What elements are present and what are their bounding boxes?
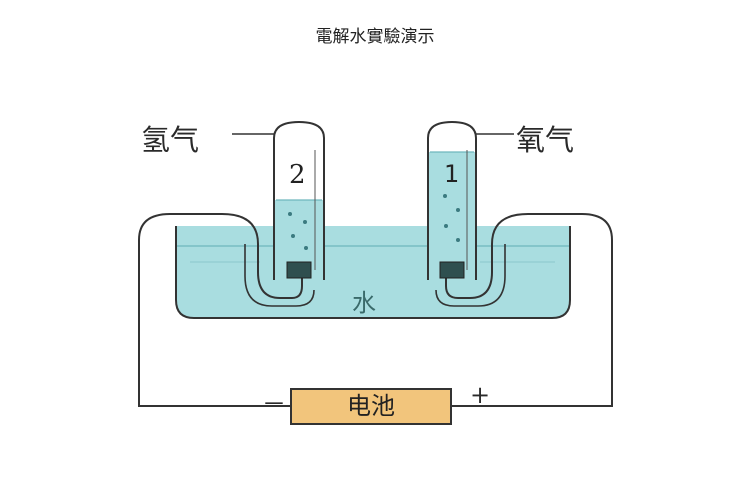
wire-negative xyxy=(138,213,303,407)
negative-terminal-label: － xyxy=(262,390,286,418)
page-title: 電解水實驗演示 xyxy=(315,27,435,47)
positive-terminal-label: + xyxy=(470,381,491,409)
cathode-electrode xyxy=(286,261,312,279)
wire-left-loop xyxy=(244,244,315,307)
wire-right-loop xyxy=(435,244,506,307)
oxygen-label: 氧气 xyxy=(516,123,575,157)
hydrogen-volume-label: 2 xyxy=(289,160,306,190)
anode-electrode xyxy=(439,261,465,279)
battery-label: 电池 xyxy=(347,392,395,420)
oxygen-tube xyxy=(427,120,477,280)
battery: 电池 xyxy=(290,388,452,425)
trough xyxy=(175,226,571,319)
hydrogen-label: 氢气 xyxy=(141,123,200,157)
wire-positive xyxy=(445,213,613,407)
hydrogen-tube xyxy=(273,120,325,280)
oxygen-volume-label: 1 xyxy=(444,160,460,188)
water-label: 水 xyxy=(352,289,376,317)
